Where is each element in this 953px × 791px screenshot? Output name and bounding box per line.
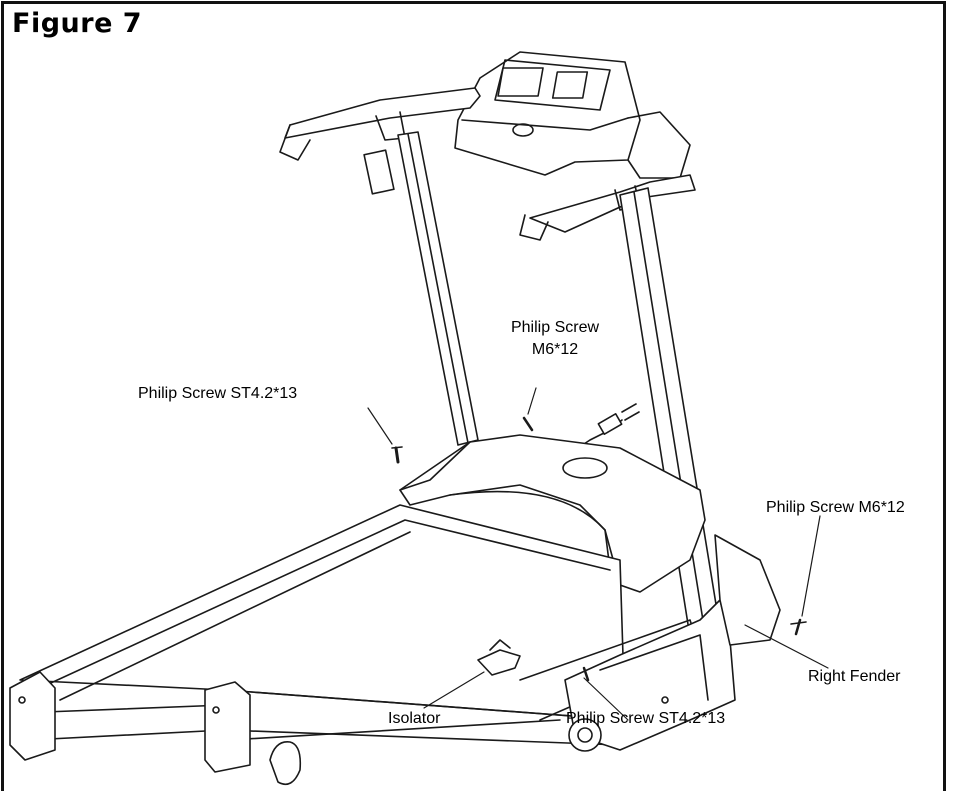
console [454, 51, 691, 179]
leader-lines [367, 387, 829, 721]
label-right-fender: Right Fender [808, 668, 901, 685]
label-screw-st42-left: Philip Screw ST4.2*13 [138, 385, 298, 402]
screw-parts [391, 416, 807, 682]
motor-hood [399, 434, 706, 593]
label-screw-m6-top-line1: Philip Screw [510, 319, 600, 336]
label-screw-m6-top-line2: M6*12 [531, 341, 579, 358]
figure-title: Figure 7 [12, 8, 143, 39]
right-fender [564, 534, 781, 752]
label-isolator: Isolator [388, 710, 441, 727]
label-screw-m6-right: Philip Screw M6*12 [766, 499, 905, 516]
rear-end-cap-left [9, 671, 302, 786]
uprights [397, 131, 731, 701]
label-screw-st42-bottom: Philip Screw ST4.2*13 [566, 710, 726, 727]
isolator-part [477, 639, 521, 676]
handrails [279, 87, 696, 241]
